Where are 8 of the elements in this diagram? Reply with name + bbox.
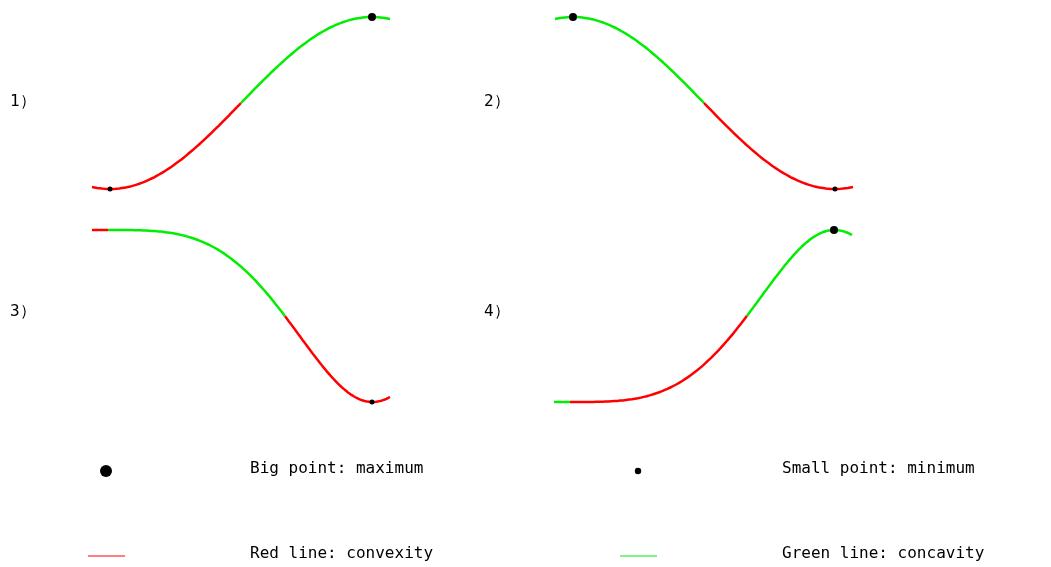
legend-text: Big point: maximum [250, 458, 424, 478]
legend-text: Green line: concavity [782, 543, 985, 563]
legend-text: Red line: convexity [250, 543, 434, 563]
panel-number: 4） [484, 301, 510, 321]
panel-number: 1） [10, 91, 36, 111]
legend-text: Small point: minimum [782, 458, 975, 478]
panel-number: 3） [10, 301, 36, 321]
panel-number: 2） [484, 91, 510, 111]
